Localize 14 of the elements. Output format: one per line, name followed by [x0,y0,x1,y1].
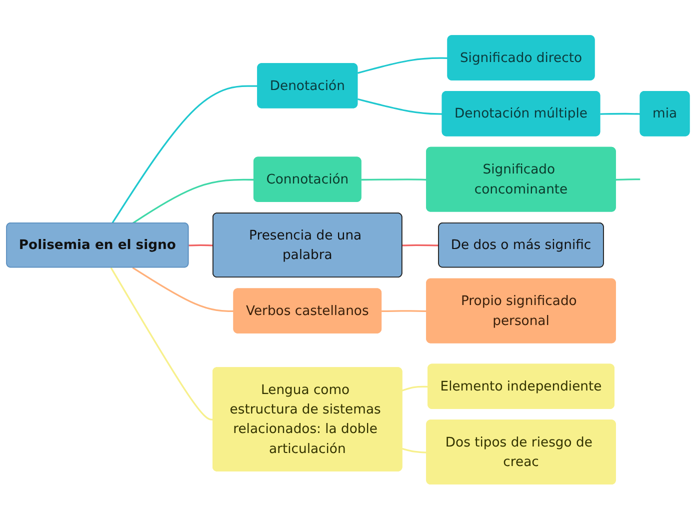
connector [361,178,427,181]
connector [132,179,254,224]
connector [357,98,443,115]
connector [112,85,258,224]
connector [110,267,214,421]
connector [616,178,640,181]
connector [132,267,234,312]
connector [188,244,214,246]
connector [402,448,427,454]
connector [402,386,428,392]
connector [402,244,439,246]
connector [382,310,427,312]
connector [600,113,641,115]
connector [357,57,448,74]
